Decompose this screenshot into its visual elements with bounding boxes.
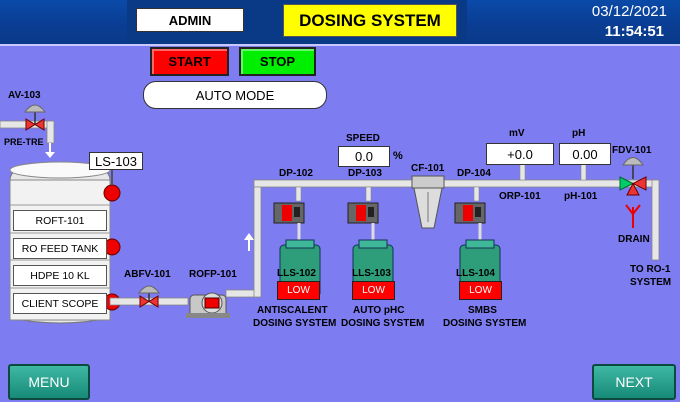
antiscalent-system: DOSING SYSTEM <box>253 318 337 329</box>
to-ro-label: TO RO-1 <box>630 264 671 275</box>
riser-pipe <box>253 179 262 298</box>
lls-103-label: LLS-103 <box>352 268 391 279</box>
tank-label-1: ROFT-101 <box>13 210 107 231</box>
tank-label-4: CLIENT SCOPE <box>13 293 107 314</box>
smbs-system: DOSING SYSTEM <box>443 318 527 329</box>
speed-unit: % <box>393 150 403 162</box>
speed-value[interactable]: 0.0 <box>338 146 390 167</box>
page-title: DOSING SYSTEM <box>283 4 457 37</box>
dp-104-dosing-pump-icon <box>454 202 486 224</box>
lls-104-label: LLS-104 <box>456 268 495 279</box>
ro-outlet-pipe <box>651 179 660 261</box>
lls-104-status: LOW <box>459 281 502 300</box>
phc-system: DOSING SYSTEM <box>341 318 425 329</box>
flow-arrow-down-icon <box>45 143 55 158</box>
stop-button[interactable]: STOP <box>239 47 316 76</box>
cf-101-filter-icon <box>411 175 445 229</box>
av-103-label: AV-103 <box>8 90 41 101</box>
rofp-101-pump-icon <box>186 292 230 318</box>
tank-label-2: RO FEED TANK <box>13 238 107 259</box>
antiscalent-name: ANTISCALENT <box>257 305 328 316</box>
lls-102-label: LLS-102 <box>277 268 316 279</box>
fdv-101-valve-icon <box>619 157 647 196</box>
next-button[interactable]: NEXT <box>592 364 676 400</box>
mode-button[interactable]: AUTO MODE <box>143 81 327 109</box>
dp-103-dosing-pump-icon <box>347 202 379 224</box>
ph-unit: pH <box>572 128 586 139</box>
pretreat-label: PRE-TRE <box>4 137 44 147</box>
main-header-pipe <box>253 179 660 188</box>
orp-101-label: ORP-101 <box>499 191 541 202</box>
abfv-101-label: ABFV-101 <box>124 269 171 280</box>
system-label: SYSTEM <box>630 277 672 288</box>
ph-101-label: pH-101 <box>564 191 598 202</box>
header-divider <box>0 44 680 46</box>
rofp-101-label: ROFP-101 <box>189 269 237 280</box>
user-button[interactable]: ADMIN <box>136 8 244 32</box>
dp-102-dosing-pump-icon <box>273 202 305 224</box>
drain-label: DRAIN <box>618 234 650 245</box>
abfv-101-valve-icon <box>138 285 160 308</box>
orp-value: +0.0 <box>486 143 554 165</box>
ls-103-tag: LS-103 <box>89 152 143 170</box>
orp-unit: mV <box>509 128 525 139</box>
speed-label: SPEED <box>346 133 380 144</box>
lls-103-status: LOW <box>352 281 395 300</box>
date-display: 03/12/2021 <box>591 3 667 20</box>
start-button[interactable]: START <box>150 47 229 76</box>
flow-arrow-up-icon <box>244 233 254 251</box>
dp-102-label: DP-102 <box>279 168 313 179</box>
lls-102-status: LOW <box>277 281 320 300</box>
inlet-pipe-down <box>46 120 55 144</box>
tank-label-3: HDPE 10 KL <box>13 265 107 286</box>
drain-icon <box>625 204 641 228</box>
menu-button[interactable]: MENU <box>8 364 90 400</box>
smbs-name: SMBS <box>468 305 497 316</box>
dp-104-label: DP-104 <box>457 168 491 179</box>
dp-103-label: DP-103 <box>348 168 382 179</box>
fdv-101-label: FDV-101 <box>612 145 652 156</box>
time-display: 11:54:51 <box>604 23 664 40</box>
tank-level-high-indicator <box>103 184 121 202</box>
av-103-valve-icon <box>24 104 46 131</box>
ph-value: 0.00 <box>559 143 611 165</box>
cf-101-label: CF-101 <box>411 163 445 174</box>
phc-name: AUTO pHC <box>353 305 405 316</box>
